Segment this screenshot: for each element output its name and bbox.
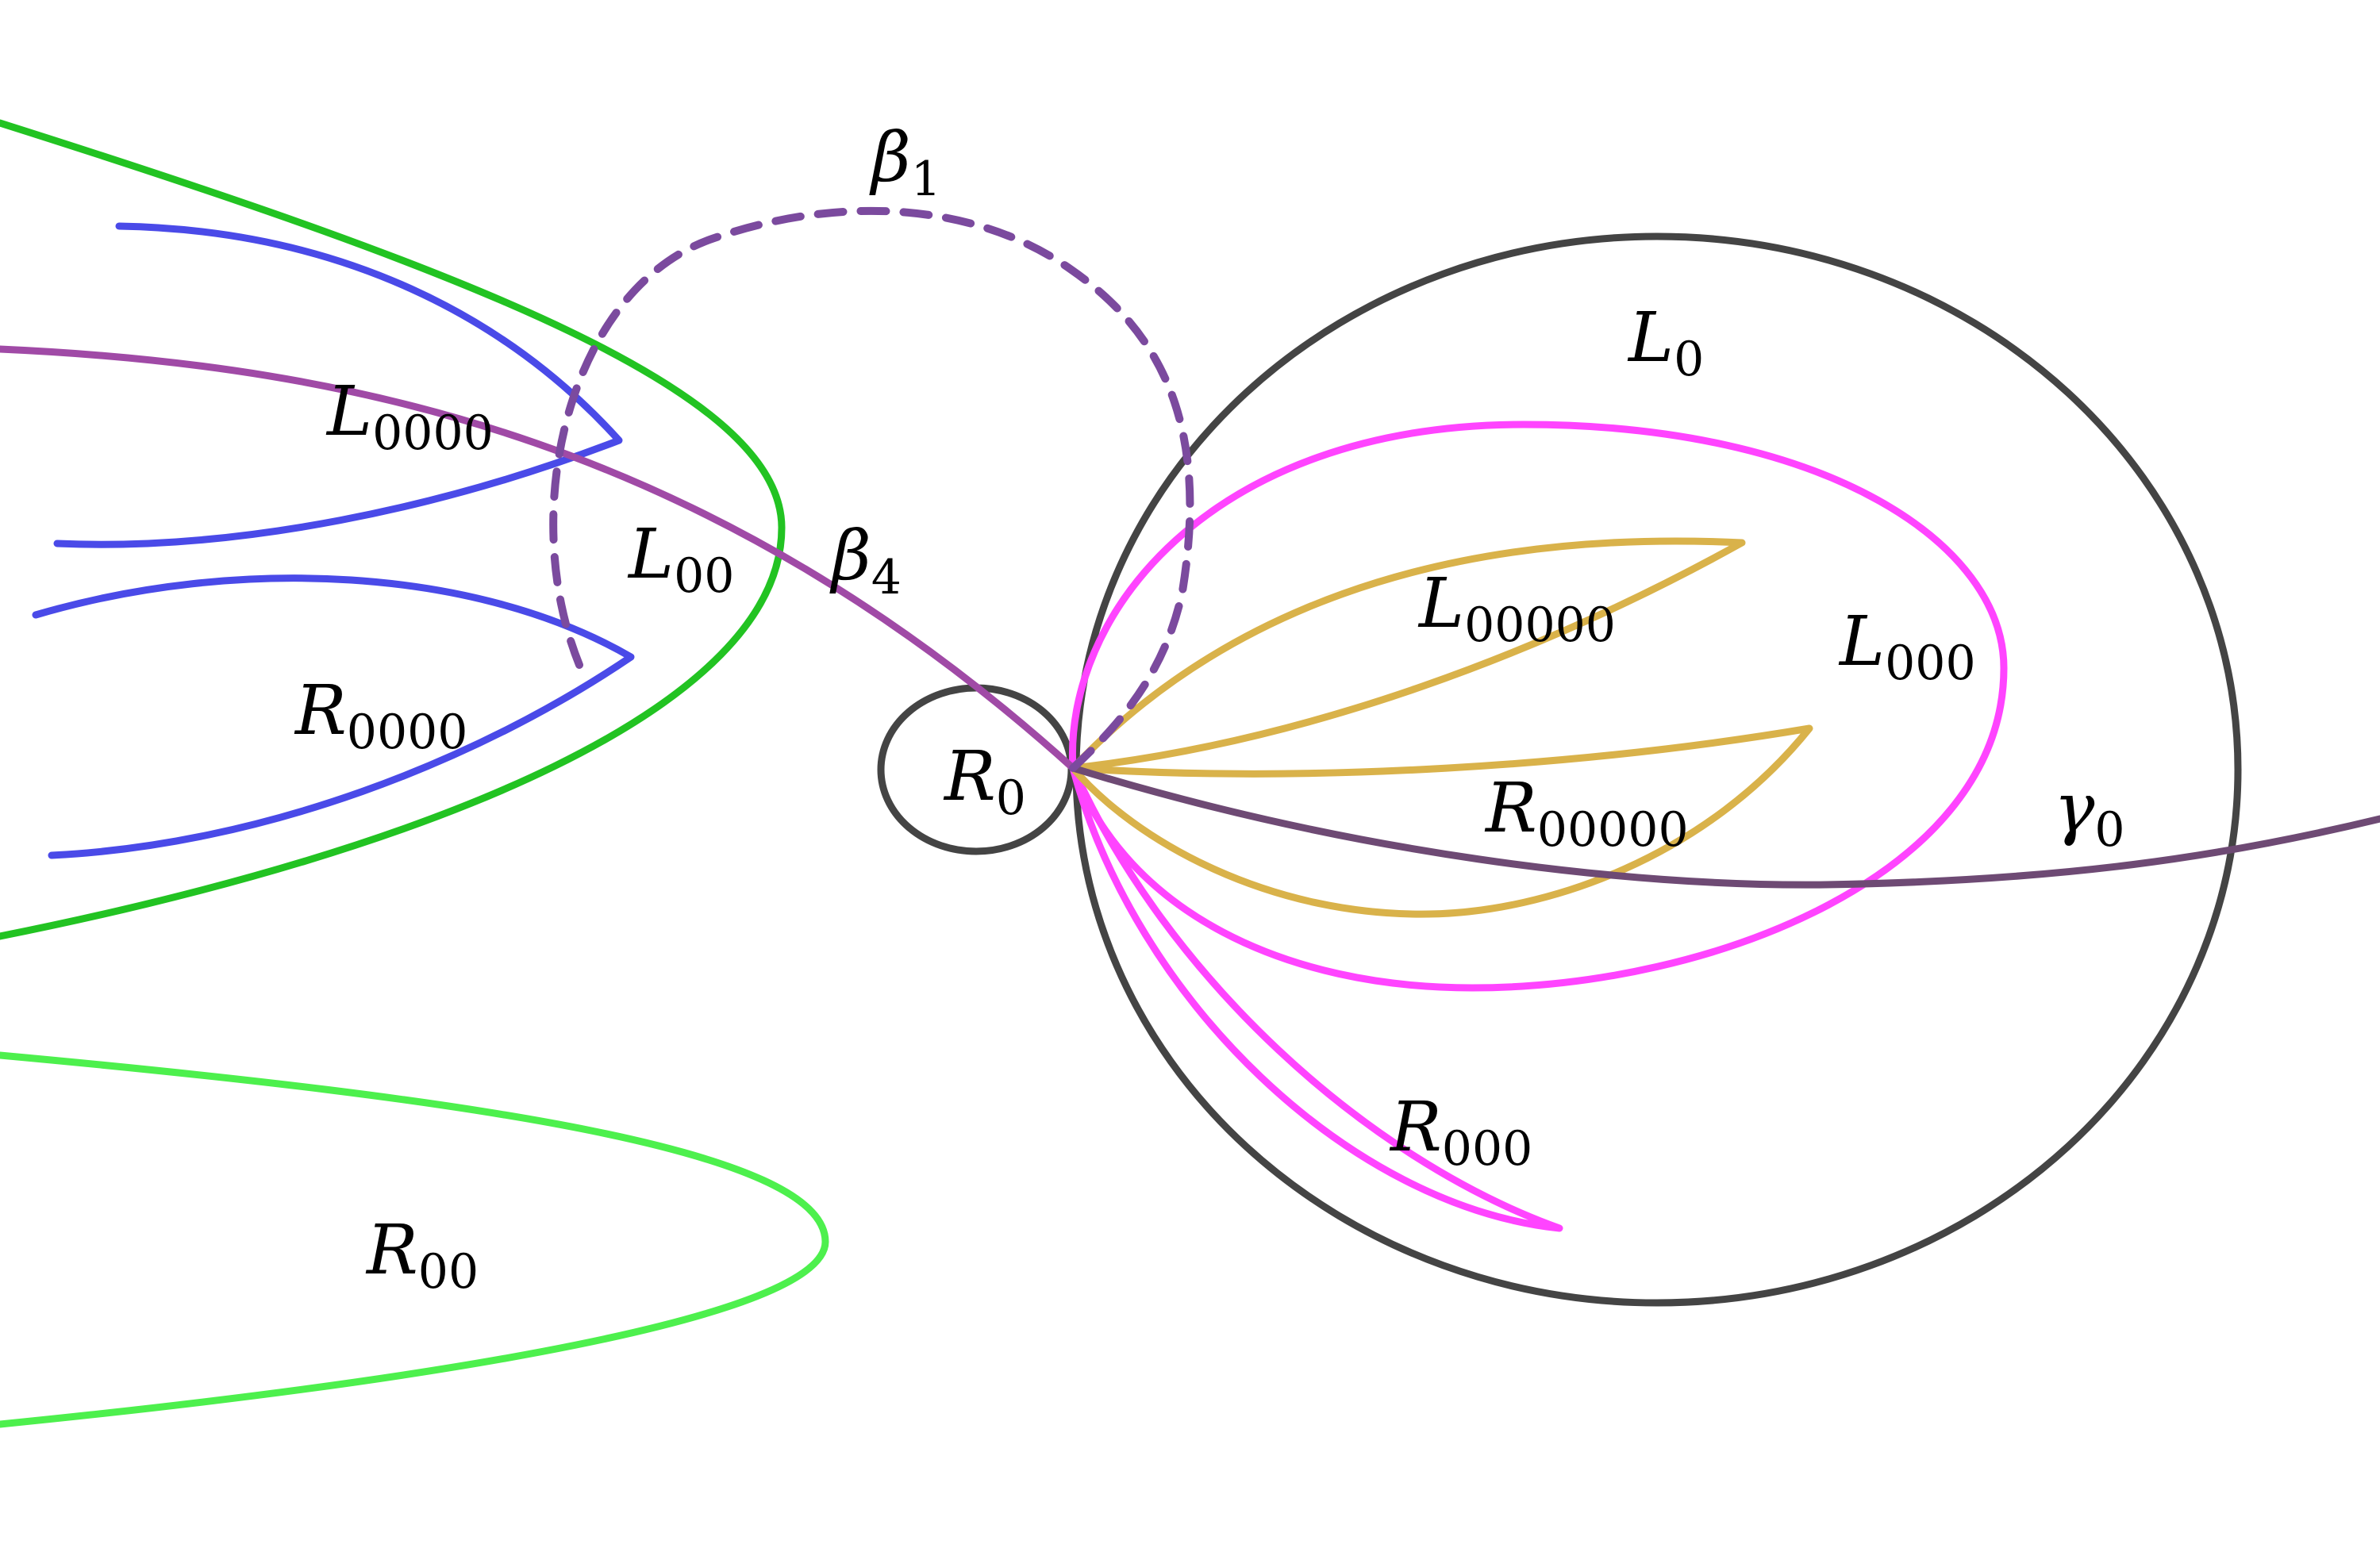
label-R0: R0 (943, 737, 1026, 826)
curve-R000 (1069, 764, 1563, 1232)
label-L000: L000 (1838, 602, 1976, 691)
curve-beta1 (549, 206, 1194, 772)
label-L0: L0 (1627, 298, 1704, 387)
label-R0000: R0000 (294, 671, 467, 760)
label-beta4: β4 (829, 517, 902, 605)
label-R00: R00 (365, 1211, 479, 1300)
label-gamma0: γ0 (2054, 769, 2125, 858)
curve-L00000 (1069, 537, 1746, 772)
label-L0000: L0000 (325, 372, 494, 461)
label-R00000: R00000 (1484, 769, 1689, 858)
curve-L00 (0, 119, 786, 940)
curve-gamma0 (1069, 764, 2380, 889)
curve-R0000 (32, 574, 635, 859)
label-R000: R000 (1389, 1088, 1532, 1177)
curve-R00000 (1069, 724, 1813, 918)
label-beta1: β1 (869, 118, 941, 207)
label-L00000: L00000 (1417, 564, 1616, 653)
curve-L0000 (53, 222, 623, 548)
curve-beta4 (0, 345, 1077, 772)
curve-R00 (0, 1051, 829, 1428)
curve-L000 (1068, 421, 2008, 992)
label-L00: L00 (627, 515, 734, 604)
